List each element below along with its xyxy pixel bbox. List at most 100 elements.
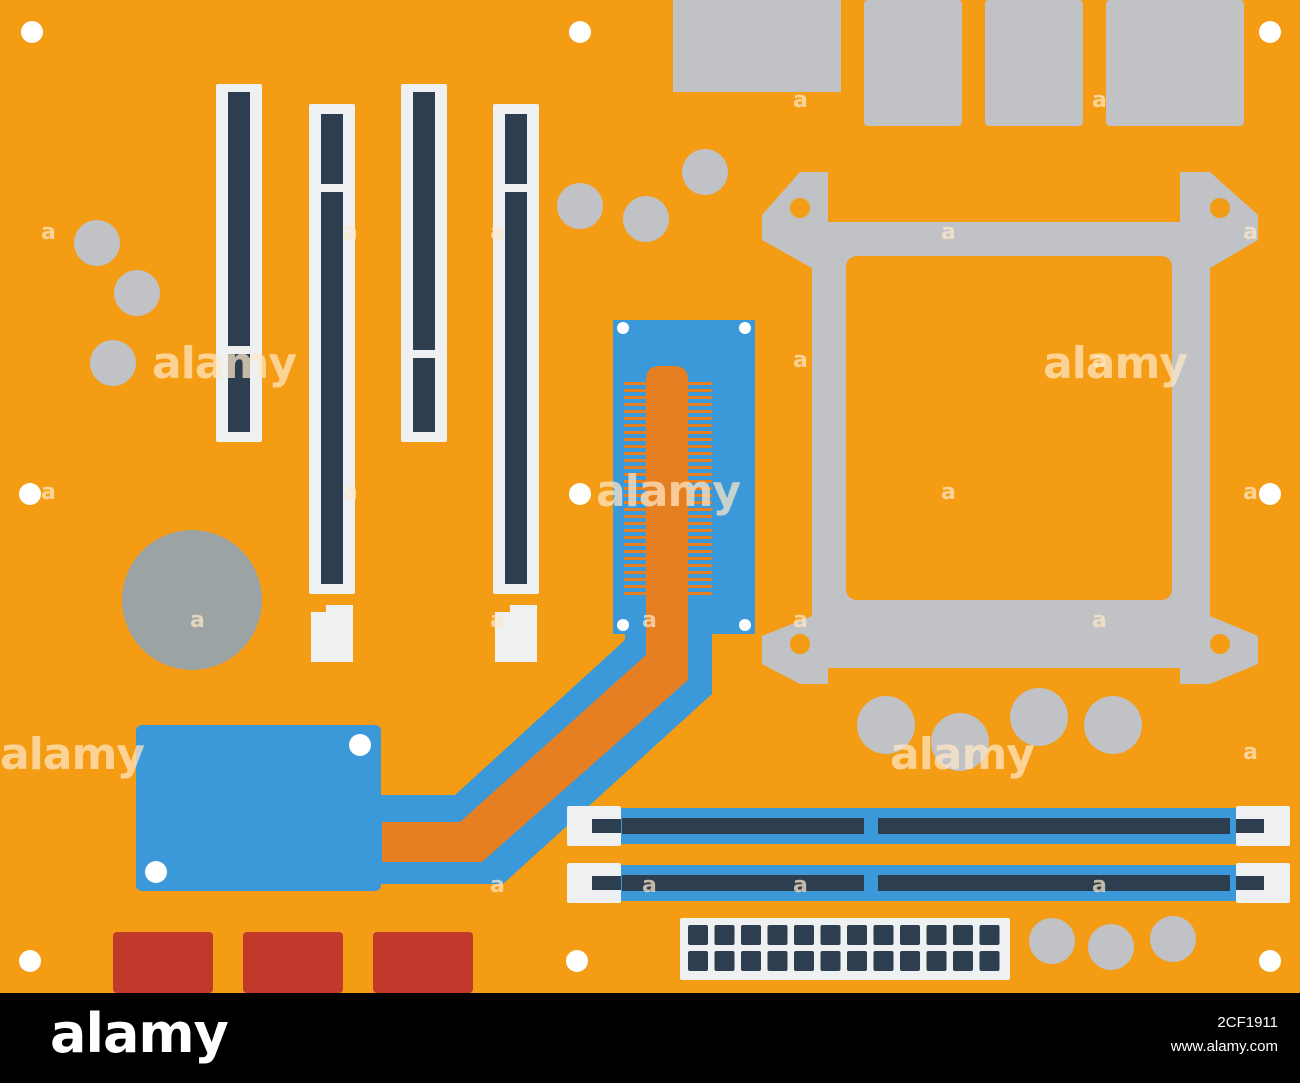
watermark-mark: a [343,220,358,245]
heatsink-fin [624,585,648,588]
heatsink-fin [688,480,712,483]
connector-pin [767,951,788,971]
watermark: alamy [1043,338,1188,389]
watermark-mark: a [793,873,808,898]
connector-pin [926,951,947,971]
heatsink-fin [688,557,712,560]
watermark-mark: a [642,608,657,633]
watermark-mark: a [490,608,505,633]
heatsink-fin [688,473,712,476]
connector-pin [900,951,920,971]
power-connector-pins [688,925,1000,971]
heatsink-fin [688,522,712,525]
motherboard-illustration [0,0,1300,993]
heatsink-fin [624,536,648,539]
cpu-socket [762,172,1258,684]
ram-slot [567,863,1290,903]
capacitor [1010,688,1068,746]
capacitor [74,220,120,266]
heatsink-fin [688,543,712,546]
heatsink-fin [624,487,648,490]
mounting-hole [1259,21,1281,43]
connector-pin [820,925,841,945]
heatsink-fin [624,494,648,497]
heatsink-fin [624,508,648,511]
mounting-hole [1259,483,1281,505]
heatsink-fin [688,494,712,497]
heatsink-fin [624,543,648,546]
heatsink-fin [624,389,648,392]
connector-pin [688,925,708,945]
heatsink-fin [624,396,648,399]
heatsink-fin [688,438,712,441]
heatsink-fin [688,466,712,469]
heatsink-fin [688,515,712,518]
capacitor [682,149,728,195]
connector-pin [767,925,788,945]
heatsink-fin [688,501,712,504]
mounting-hole [19,950,41,972]
heatsink-fin [624,529,648,532]
heatsink-fin [624,431,648,434]
expansion-slots [216,84,539,662]
connector-pin [741,951,761,971]
heatsink-fin [624,592,648,595]
connector-pin [979,925,1000,945]
connector-pin [979,951,1000,971]
heatsink-fin [624,424,648,427]
heatsink-fin [624,522,648,525]
expansion-slot [493,104,539,662]
heatsink-fin [624,382,648,385]
capacitor [1150,916,1196,962]
heatsink-fin [624,445,648,448]
connector-pin [688,951,708,971]
capacitor [623,196,669,242]
connector-pin [900,925,920,945]
vrm-chip [243,932,343,993]
heatsink-fin [624,480,648,483]
capacitor [557,183,603,229]
image-id: 2CF1911 [1217,1014,1278,1031]
watermark-mark: a [941,220,956,245]
watermark-mark: a [793,608,808,633]
connector-pin [820,951,841,971]
heatsink-fin [624,473,648,476]
mounting-hole [569,483,591,505]
watermark-mark: a [1092,873,1107,898]
capacitor [931,713,989,771]
heatsink-fin [688,389,712,392]
image-info: 2CF1911 www.alamy.com [1171,1011,1278,1059]
capacitor [857,696,915,754]
heatsink-fin [624,557,648,560]
watermark-mark: a [1092,608,1107,633]
connector-pin [847,925,867,945]
connector-pin [794,951,814,971]
heatsink-fin [688,424,712,427]
watermark-mark: a [793,88,808,113]
heatsink-fin [624,438,648,441]
connector-pin [741,925,761,945]
vrm-chip [113,932,213,993]
heatsink-fin [624,501,648,504]
mounting-hole [21,21,43,43]
heatsink-fin [688,431,712,434]
watermark-mark: a [642,873,657,898]
heatsink-fin [688,396,712,399]
mounting-hole [1259,950,1281,972]
ram-slots [567,806,1290,903]
heatsink-fin [688,403,712,406]
expansion-slot [216,84,262,442]
capacitor [1084,696,1142,754]
watermark-mark: a [41,220,56,245]
connector-pin [847,951,867,971]
heatsink-fin [624,550,648,553]
heatsink-fin [688,452,712,455]
mounting-hole [566,950,588,972]
stock-footer: alamy 2CF1911 www.alamy.com [0,993,1300,1083]
watermark-mark: a [1092,348,1107,373]
heatsink-fin [688,550,712,553]
connector-pin [926,925,947,945]
heatsink-fin [624,564,648,567]
watermark: alamy [0,729,145,780]
